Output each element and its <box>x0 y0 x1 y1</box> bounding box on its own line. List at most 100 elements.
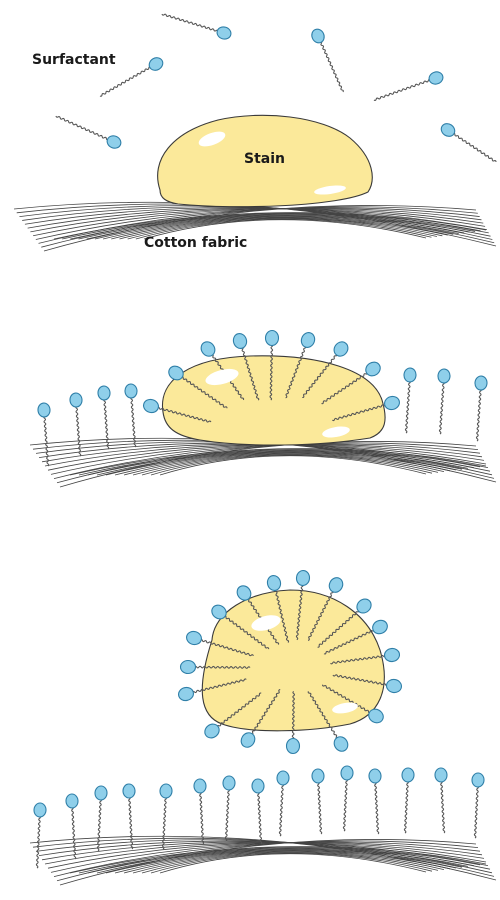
surfactant-head <box>252 779 265 794</box>
surfactant-head <box>223 776 236 791</box>
surfactant-head <box>385 678 402 693</box>
surfactant-head <box>341 766 354 781</box>
surfactant-tail <box>258 792 262 844</box>
cotton-fabric-3 <box>30 836 496 885</box>
surfactant-head <box>66 794 79 809</box>
surfactant-molecule <box>56 116 123 150</box>
surfactant-head <box>238 730 257 750</box>
surfactant-head <box>185 630 203 647</box>
surfactant-molecule <box>160 784 173 849</box>
surfactant-tail <box>404 781 408 833</box>
surfactant-head <box>266 574 282 592</box>
surfactant-head <box>369 769 382 784</box>
surfactant-tail <box>131 397 136 447</box>
surfactant-molecule <box>472 773 485 838</box>
surfactant-tail <box>320 42 343 93</box>
stain-2 <box>162 356 385 445</box>
surfactant-head <box>194 779 207 794</box>
surfactant-head <box>180 660 195 673</box>
surfactant-molecule <box>70 393 83 456</box>
surfactant-head <box>232 332 249 350</box>
surfactant-molecule <box>162 14 232 41</box>
surfactant-head <box>198 339 217 359</box>
surfactant-molecule <box>374 70 445 100</box>
surfactant-tail <box>97 799 101 851</box>
surfactant-molecule <box>125 384 138 447</box>
surfactant-tail <box>279 784 283 836</box>
surfactant-head <box>383 395 401 412</box>
surfactant-molecule <box>66 794 79 859</box>
surfactant-tail <box>374 80 430 101</box>
surfactant-head <box>427 70 444 86</box>
surfactant-head <box>70 393 83 408</box>
surfactant-tail <box>439 382 444 434</box>
surfactant-molecule <box>341 766 354 831</box>
surfactant-label: Surfactant <box>32 52 116 68</box>
surfactant-molecule <box>404 368 417 433</box>
fabric-label: Cotton fabric <box>144 235 247 251</box>
surfactant-tail <box>405 381 410 433</box>
surfactant-head <box>277 771 290 786</box>
surfactant-head <box>402 768 415 783</box>
surfactant-head <box>216 25 233 41</box>
surfactant-head <box>435 768 448 783</box>
surfactant-tail <box>476 389 481 441</box>
surfactant-molecule <box>34 803 47 868</box>
panel-1-surfactant-approach: Surfactant Stain Cotton fabric <box>14 14 496 251</box>
surfactant-tail <box>162 14 218 31</box>
surfactant-molecule <box>439 121 496 162</box>
surfactant-head <box>310 27 327 45</box>
surfactant-head <box>105 134 123 151</box>
surfactant-head <box>98 386 111 401</box>
surfactant-head <box>370 618 389 636</box>
surfactant-head <box>34 803 47 818</box>
surfactant-tail <box>56 116 109 140</box>
surfactant-head <box>475 376 488 391</box>
surfactant-tail <box>343 779 347 831</box>
panel-3-stain-lifted <box>30 570 496 885</box>
surfactant-tail <box>129 797 133 849</box>
surfactant-head <box>354 596 374 616</box>
surfactant-head <box>95 786 108 801</box>
cotton-fabric-1 <box>14 202 496 251</box>
surfactant-head <box>296 570 310 586</box>
surfactant-head <box>472 773 485 788</box>
surfactant-tail <box>453 133 496 162</box>
stain-label: Stain <box>244 151 285 167</box>
surfactant-head <box>265 330 278 345</box>
surfactant-tail <box>200 792 204 844</box>
surfactant-head <box>327 575 345 594</box>
surfactant-head <box>147 55 165 72</box>
surfactant-head <box>299 331 317 350</box>
surfactant-tail <box>225 789 229 841</box>
surfactant-tail <box>44 416 49 466</box>
surfactant-molecule <box>310 27 344 92</box>
surfactant-head <box>384 648 401 663</box>
surfactant-tail <box>318 782 322 834</box>
surfactant-molecule <box>252 779 265 844</box>
surfactant-tail <box>104 399 109 449</box>
surfactant-head <box>160 784 173 799</box>
surfactant-head <box>439 121 457 139</box>
surfactant-head <box>363 359 383 378</box>
surfactant-head <box>286 738 299 753</box>
surfactant-tail <box>474 786 478 838</box>
surfactant-head <box>404 368 417 383</box>
surfactant-molecule <box>223 776 236 841</box>
surfactant-tail <box>375 782 379 834</box>
surfactant-molecule <box>312 769 325 834</box>
surfactant-head <box>202 721 222 740</box>
surfactant-tail <box>100 67 151 97</box>
surfactant-tail <box>441 781 445 833</box>
surfactant-tail <box>162 797 166 849</box>
surfactant-head <box>142 398 160 414</box>
surfactant-head <box>38 403 51 418</box>
surfactant-molecule <box>475 376 488 441</box>
surfactant-head <box>312 769 325 784</box>
surfactant-head <box>438 369 451 384</box>
surfactant-head <box>123 784 136 799</box>
surfactant-molecule <box>277 771 290 836</box>
surfactant-molecule <box>438 369 451 434</box>
surfactant-head <box>332 734 351 754</box>
